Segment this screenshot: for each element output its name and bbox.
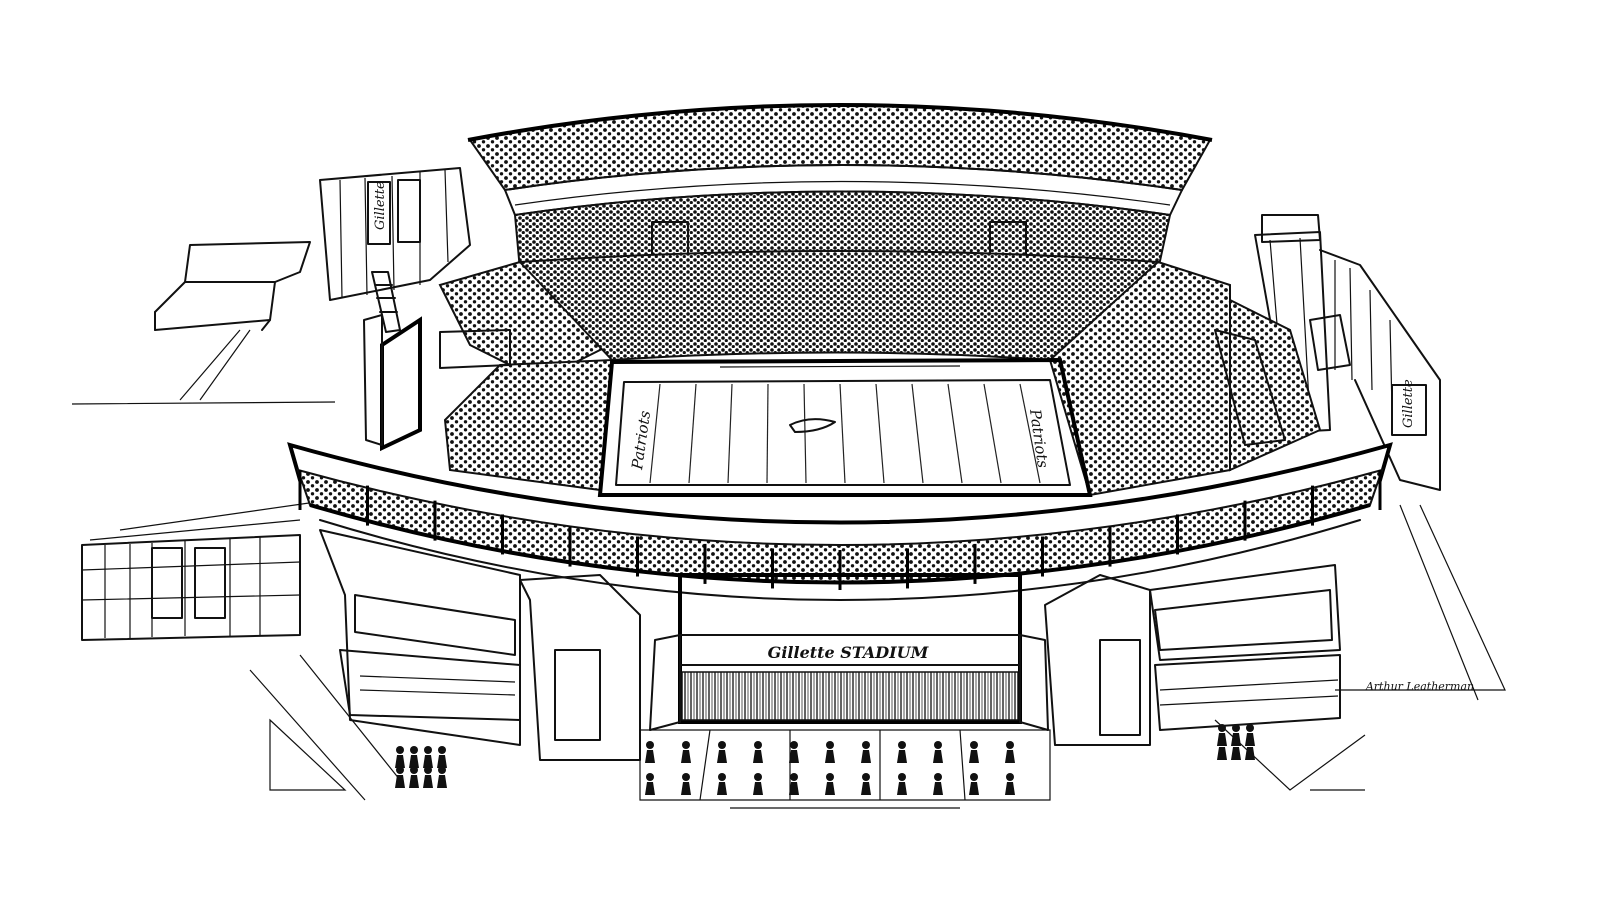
artist-signature: Arthur Leatherman [1365,680,1474,693]
midfield-logo [789,418,836,433]
entrance-sign: Gillette STADIUM [768,643,930,662]
upper-deck-far [467,103,1213,272]
front-facade: Gillette STADIUM [81,529,1341,761]
lower-bowl [438,250,1322,497]
plaza [249,654,1366,809]
surrounding-buildings: Gillette [71,167,471,541]
tower-sign-right: Gillette [1401,379,1416,428]
football-field: Patriots Patriots [597,357,1093,497]
plaza-crowd [395,724,1255,795]
tower-sign-left: Gillette [373,181,388,230]
end-zone-label-right: Patriots [1026,407,1052,469]
end-zone-label-left: Patriots [628,409,654,471]
yard-lines [649,383,1041,484]
near-stands-ring [287,442,1393,601]
